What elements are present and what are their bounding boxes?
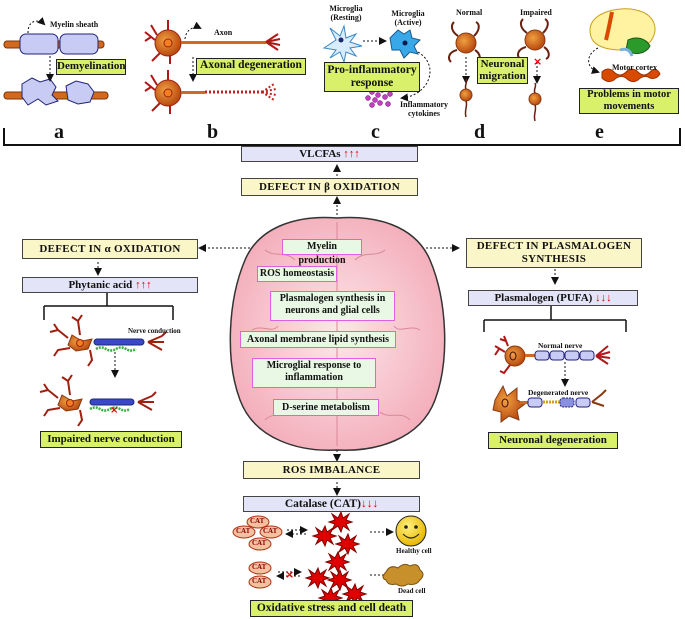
brain-function-axonal-lipid: Axonal membrane lipid synthesis xyxy=(240,331,396,348)
dead-cell-label: Dead cell xyxy=(398,587,426,595)
cytokines-line1: Inflammatory xyxy=(400,100,448,109)
motor-problems-line2: movements xyxy=(603,100,655,112)
microglia-active-line1: Microglia xyxy=(391,9,425,18)
panel-letter-c: c xyxy=(371,121,380,143)
cat-group-dead xyxy=(248,561,272,589)
plasmalogen-defect-box: DEFECT IN PLASMALOGEN SYNTHESIS xyxy=(466,238,642,268)
ros-group-dead xyxy=(304,550,368,610)
plasmalogen-line1: Plasmalogen synthesis in xyxy=(279,293,386,304)
pro-inflammatory-label: Pro-inflammatory response xyxy=(324,62,420,92)
nerve-conduction-label: Nerve conduction xyxy=(128,327,181,335)
axon-label: Axon xyxy=(214,28,233,37)
panel-letter-d: d xyxy=(474,121,486,143)
plasmalogen-defect-line2: SYNTHESIS xyxy=(521,253,587,265)
cat-label: CAT xyxy=(252,563,267,571)
plasmalogen-line2: neurons and glial cells xyxy=(285,304,380,316)
impaired-nerve-conduction-label: Impaired nerve conduction xyxy=(40,431,182,448)
neuron-degenerated-icon xyxy=(144,70,277,114)
vlcfa-box: VLCFAs ↑↑↑ xyxy=(241,146,418,162)
cat-label: CAT xyxy=(263,527,278,535)
catalase-box: Catalase (CAT)↓↓↓ xyxy=(243,496,420,512)
degenerated-nerve-label: Degenerated nerve xyxy=(528,388,589,397)
brain-function-dserine: D-serine metabolism xyxy=(273,399,379,416)
neuronal-migration-line1: Neuronal xyxy=(480,58,525,70)
plasmalogen-pufa-label: Plasmalogen (PUFA) xyxy=(494,292,593,304)
brain-function-plasmalogen: Plasmalogen synthesis in neurons and gli… xyxy=(270,291,395,321)
beta-oxidation-defect-box: DEFECT IN β OXIDATION xyxy=(241,178,418,196)
svg-text:×: × xyxy=(533,55,542,68)
demyelination-label: Demyelination xyxy=(56,59,126,75)
decrease-arrows-icon: ↓↓↓ xyxy=(360,498,379,510)
neuron-degenerated-nerve-icon xyxy=(492,384,607,423)
neuron-impaired-conduction-icon: × xyxy=(39,374,157,427)
smiley-face-icon xyxy=(395,515,427,547)
myelin-sheath-label: Myelin sheath xyxy=(50,20,99,29)
motor-problems-label: Problems in motor movements xyxy=(579,88,679,114)
phytanic-acid-label: Phytanic acid xyxy=(68,279,133,291)
right-bracket xyxy=(483,305,627,332)
brain-function-ros: ROS homeostasis xyxy=(257,266,337,282)
plasmalogen-defect-line1: DEFECT IN PLASMALOGEN xyxy=(476,240,632,252)
phytanic-acid-box: Phytanic acid ↑↑↑ xyxy=(22,277,198,293)
brain-function-microglial: Microglial response to inflammation xyxy=(252,358,376,388)
cat-label: CAT xyxy=(236,527,251,535)
brain-function-myelin: Myelin production xyxy=(282,239,362,266)
cat-label: CAT xyxy=(252,539,267,547)
left-bracket xyxy=(43,292,174,320)
panel-letter-a: a xyxy=(54,121,64,143)
axonal-degeneration-label: Axonal degeneration xyxy=(196,58,306,75)
brain-motor-icon xyxy=(588,8,661,83)
microglial-line1: Microglial response to xyxy=(266,360,362,371)
normal-label: Normal xyxy=(456,8,483,17)
microglial-line2: inflammation xyxy=(285,371,343,383)
alpha-oxidation-defect-box: DEFECT IN α OXIDATION xyxy=(22,239,198,259)
decrease-arrows-icon: ↓↓↓ xyxy=(595,292,612,304)
ros-group-healthy xyxy=(311,510,361,556)
impaired-label: Impaired xyxy=(520,8,552,17)
microglia-resting-line1: Microglia xyxy=(329,4,363,13)
demyelinated-axon-icon xyxy=(3,77,109,106)
neuron-healthy-icon xyxy=(144,20,281,64)
pro-inflammatory-line1: Pro-inflammatory xyxy=(327,64,417,76)
inflammatory-cytokines-label: Inflammatory cytokines xyxy=(392,100,456,119)
svg-text:×: × xyxy=(110,405,118,416)
dead-cell-icon xyxy=(382,563,424,587)
microglia-active-label: Microglia (Active) xyxy=(380,9,436,28)
microglia-resting-icon xyxy=(322,24,363,64)
pro-inflammatory-line2: response xyxy=(350,76,394,89)
myelin-sheath-icon xyxy=(3,16,105,55)
microglia-resting-label: Microglia (Resting) xyxy=(316,4,376,23)
microglia-resting-line2: (Resting) xyxy=(330,12,362,22)
increase-arrows-icon: ↑↑↑ xyxy=(135,279,152,291)
neuron-normal-migration-icon xyxy=(448,21,481,118)
neuronal-migration-line2: migration xyxy=(479,70,526,83)
panel-letter-e: e xyxy=(595,121,604,143)
oxidative-stress-label: Oxidative stress and cell death xyxy=(250,600,413,617)
cat-label: CAT xyxy=(250,517,265,525)
cat-group-healthy xyxy=(232,515,283,551)
motor-problems-line1: Problems in motor xyxy=(587,89,671,100)
neuronal-degeneration-label: Neuronal degeneration xyxy=(488,432,618,449)
increase-arrows-icon: ↑↑↑ xyxy=(343,148,360,160)
healthy-cell-label: Healthy cell xyxy=(396,547,432,555)
ros-imbalance-box: ROS IMBALANCE xyxy=(243,461,420,479)
arrow-c2 xyxy=(400,51,431,102)
neuron-normal-nerve-icon xyxy=(494,335,611,375)
cytokines-line2: cytokines xyxy=(408,108,440,118)
motor-cortex-label: Motor cortex xyxy=(612,63,657,72)
plasmalogen-pufa-box: Plasmalogen (PUFA) ↓↓↓ xyxy=(468,290,638,306)
neuronal-migration-label: Neuronal migration xyxy=(477,57,528,84)
block-x-icon: × xyxy=(285,568,294,581)
microglia-active-icon xyxy=(389,29,421,59)
vlcfa-label: VLCFAs xyxy=(299,148,341,160)
catalase-label: Catalase (CAT) xyxy=(284,498,361,510)
neuron-normal-conduction-icon xyxy=(49,314,167,367)
normal-nerve-label: Normal nerve xyxy=(538,341,583,350)
neuron-impaired-migration-icon: × xyxy=(517,18,550,122)
panel-letter-b: b xyxy=(207,121,219,143)
cat-label: CAT xyxy=(252,577,267,585)
microglia-active-line2: (Active) xyxy=(394,17,422,27)
